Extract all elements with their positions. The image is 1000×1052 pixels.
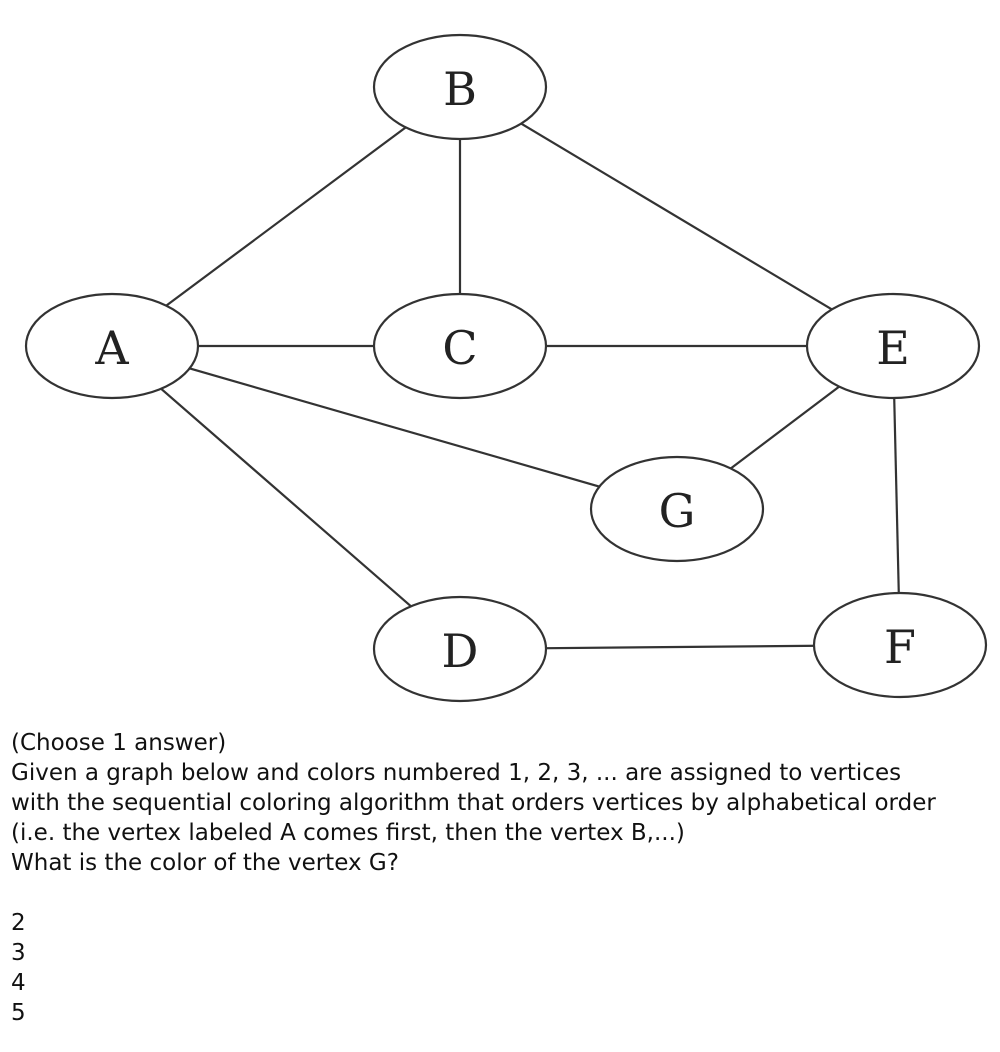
node-label: F <box>884 620 916 674</box>
node-ellipse <box>24 292 200 400</box>
node-label: E <box>876 321 910 375</box>
graph-nodes: B A C E G D F <box>24 33 988 703</box>
question-spacer <box>11 878 991 908</box>
answer-option[interactable]: 4 <box>11 970 26 996</box>
edge-a-g <box>111 344 678 511</box>
question-instruction: (Choose 1 answer) <box>11 730 227 756</box>
node-ellipse <box>372 292 548 400</box>
question-text-line: Given a graph below and colors numbered … <box>11 760 902 786</box>
node-b: B <box>372 33 548 141</box>
node-ellipse <box>805 292 981 400</box>
question-block: (Choose 1 answer) Given a graph below an… <box>11 728 991 1028</box>
node-label: G <box>659 484 696 538</box>
node-e: E <box>805 292 981 400</box>
answer-option[interactable]: 3 <box>11 940 26 966</box>
edge-a-b <box>111 86 461 347</box>
edge-b-e <box>459 86 894 347</box>
question-text-line: What is the color of the vertex G? <box>11 850 399 876</box>
node-label: A <box>94 321 129 375</box>
answer-option[interactable]: 5 <box>11 1000 26 1026</box>
node-ellipse <box>812 591 988 699</box>
node-ellipse <box>372 33 548 141</box>
edge-a-d <box>111 345 461 650</box>
node-a: A <box>24 292 200 400</box>
node-c: C <box>372 292 548 400</box>
node-g: G <box>589 455 765 563</box>
node-f: F <box>812 591 988 699</box>
node-label: D <box>442 624 479 678</box>
answer-option[interactable]: 2 <box>11 910 26 936</box>
node-ellipse <box>372 595 548 703</box>
node-label: C <box>442 321 477 375</box>
question-text-line: with the sequential coloring algorithm t… <box>11 790 936 816</box>
graph-diagram: B A C E G D F <box>24 33 988 703</box>
node-ellipse <box>589 455 765 563</box>
node-d: D <box>372 595 548 703</box>
node-label: B <box>443 62 477 116</box>
answer-options: 2 3 4 5 <box>11 908 991 1028</box>
question-text-line: (i.e. the vertex labeled A comes first, … <box>11 820 685 846</box>
